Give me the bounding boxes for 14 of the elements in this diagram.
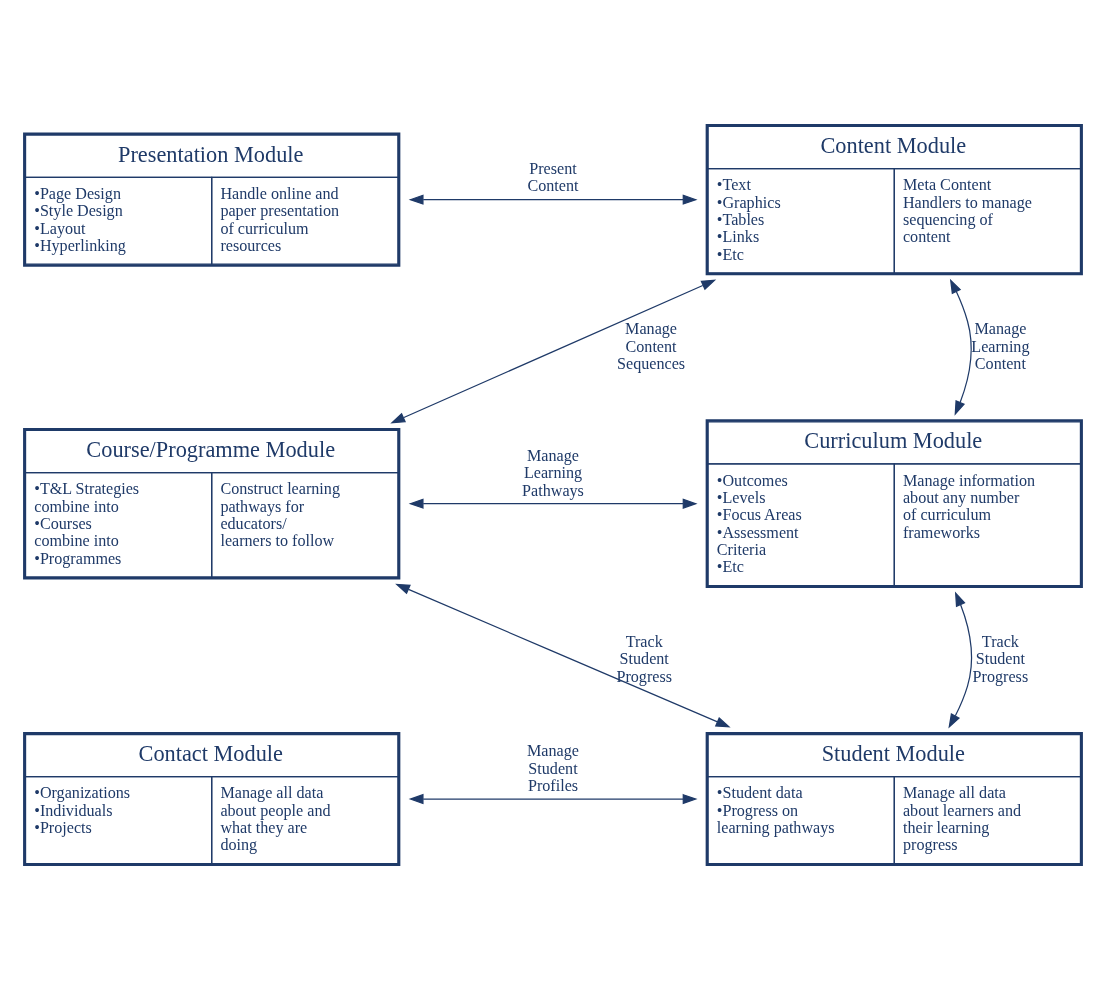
edge-label: Manage Content Sequences <box>617 319 686 372</box>
edge-label: Manage Learning Pathways <box>522 446 584 498</box>
edge-label: Manage Learning Content <box>971 319 1030 372</box>
arrow <box>408 793 698 804</box>
arrow <box>395 583 731 728</box>
arrow <box>390 279 717 424</box>
arrow <box>949 278 972 416</box>
edge-label: Track Student Progress <box>616 632 672 685</box>
arrow <box>408 193 698 205</box>
edge-label: Manage Student Profiles <box>527 741 579 794</box>
edge-label: Track Student Progress <box>972 632 1029 685</box>
arrow <box>408 497 698 509</box>
edge-label: Present Content <box>527 159 579 194</box>
arrow <box>948 590 973 729</box>
